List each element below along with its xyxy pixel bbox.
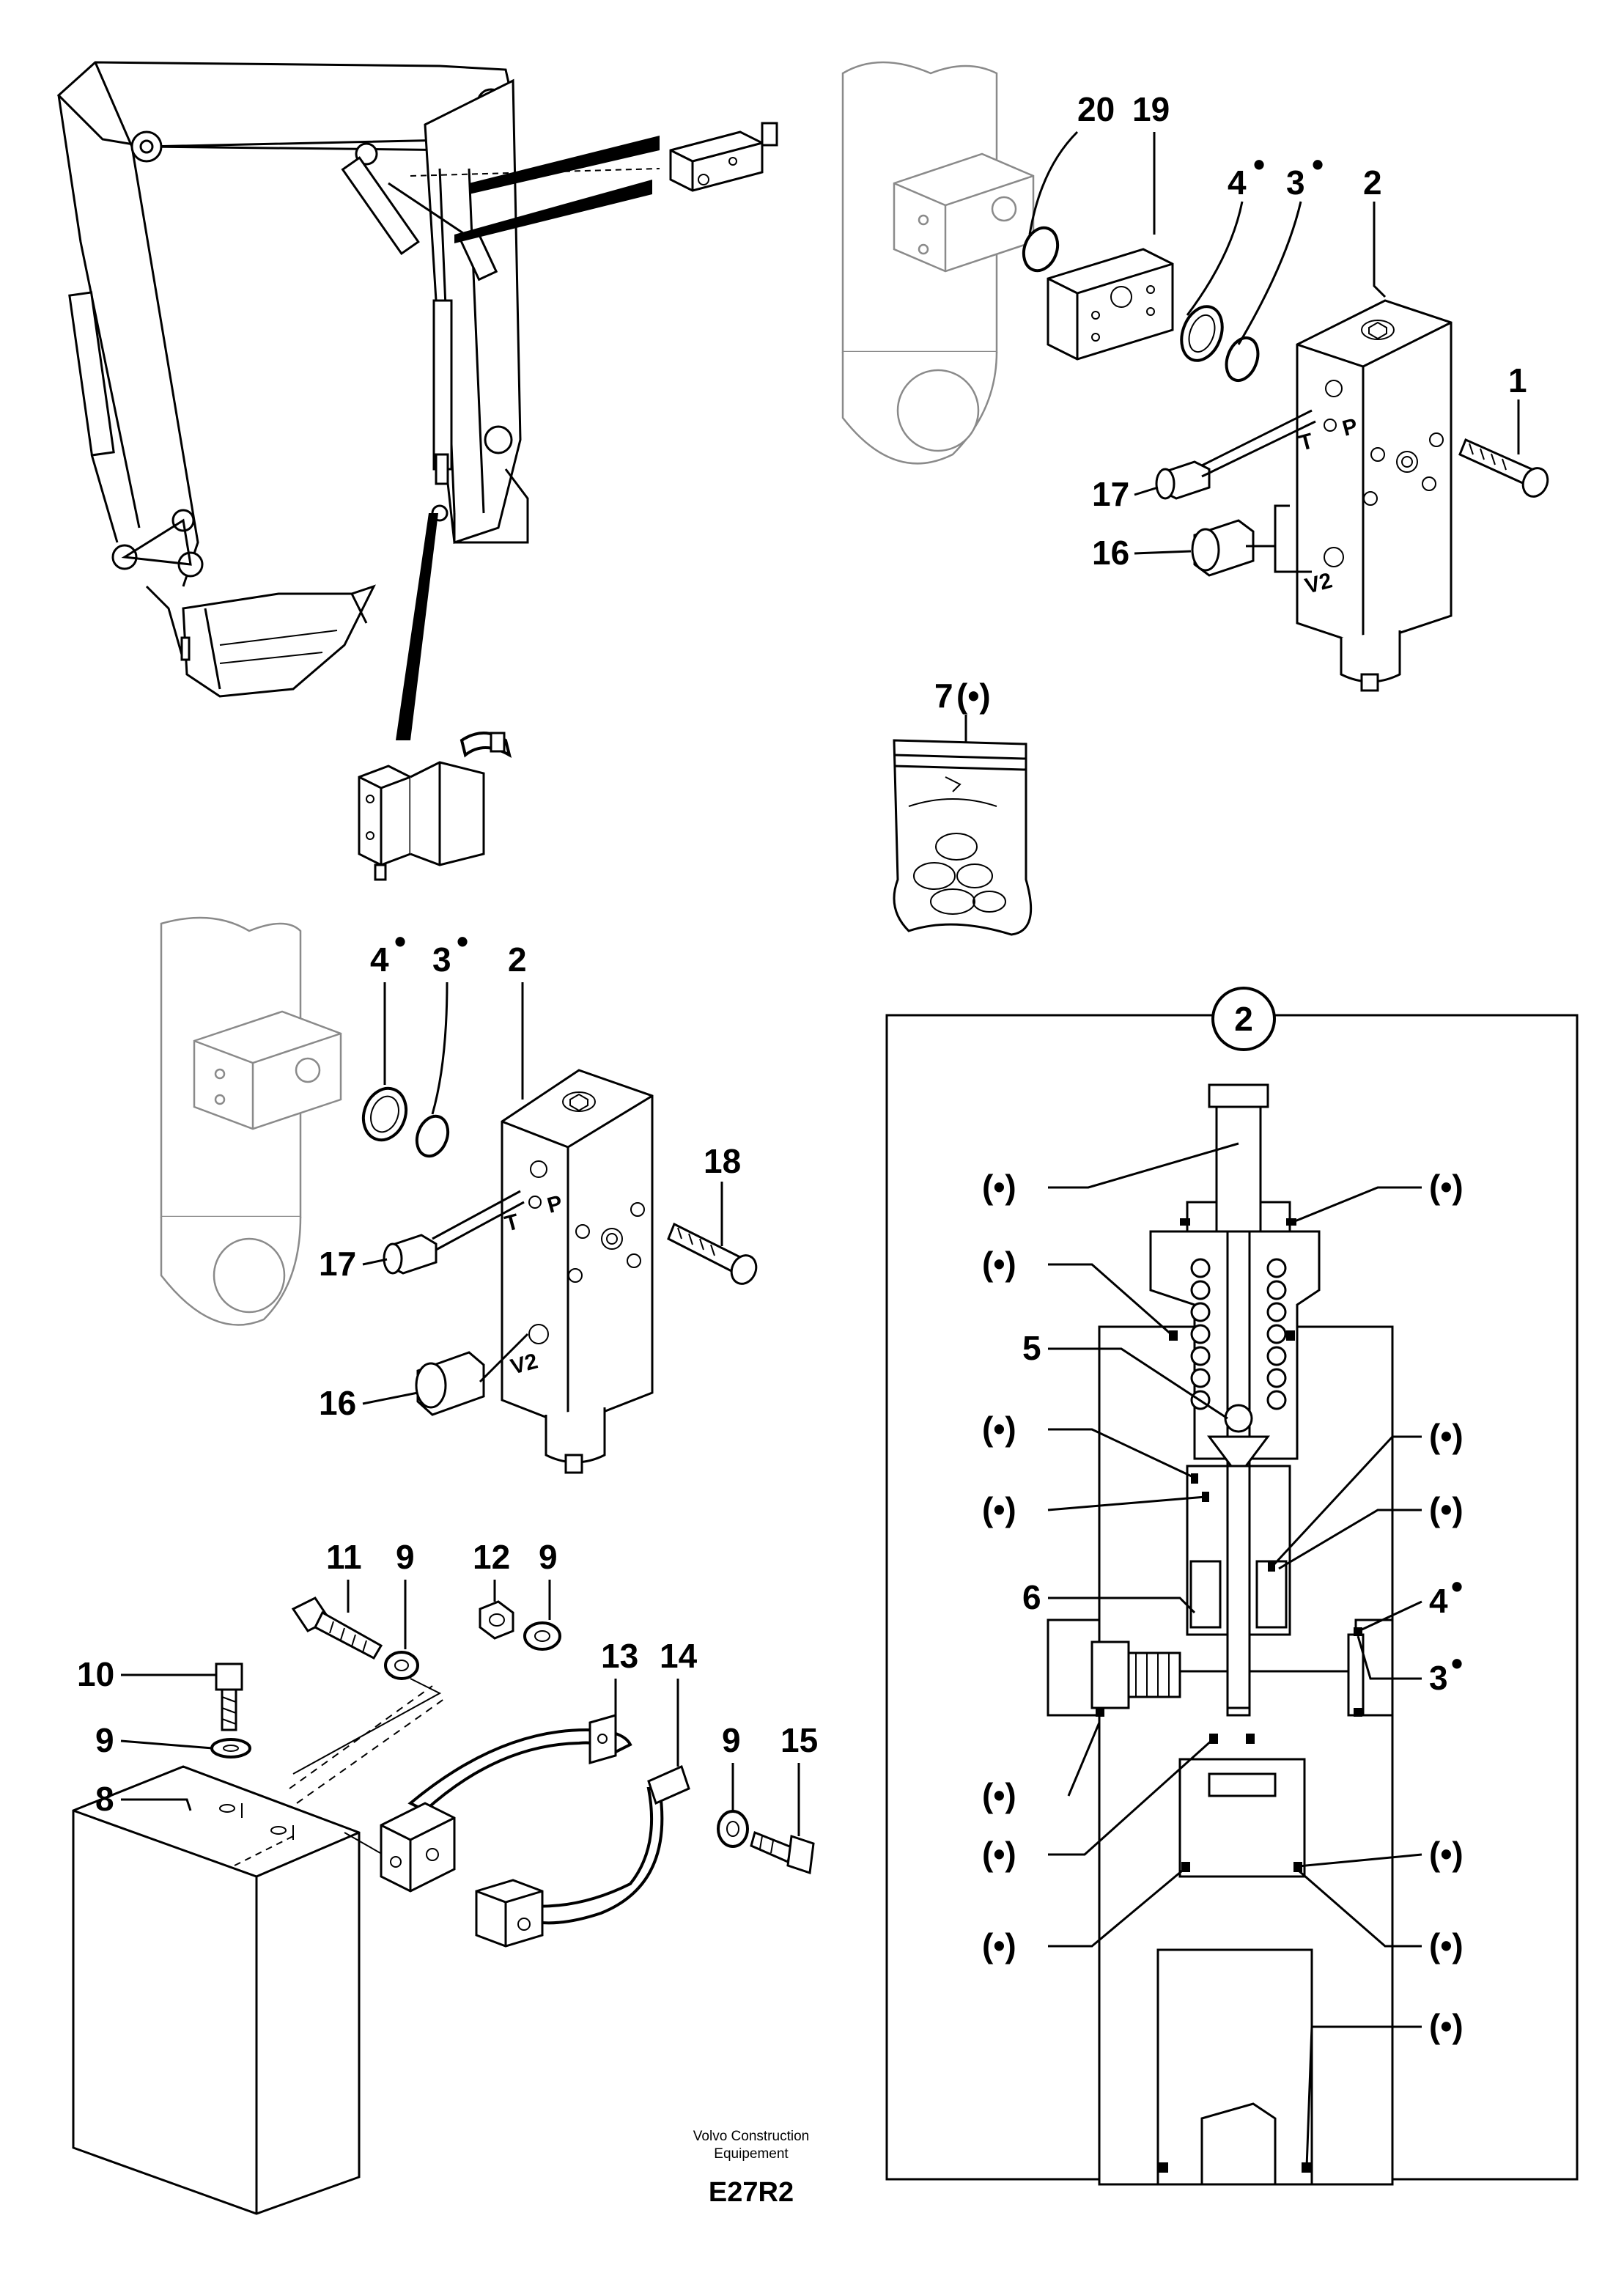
small-valve-illustration	[669, 122, 778, 192]
seal-mark-3-top: •	[1312, 145, 1324, 183]
brand-line-1: Volvo Construction	[693, 2129, 809, 2144]
label-3-top: 3	[1286, 163, 1305, 202]
detail-panel-2: 2	[885, 987, 1579, 2186]
label-4-detail: 4	[1429, 1582, 1448, 1620]
brand-line-2: Equipement	[714, 2146, 789, 2162]
seal-kit-bag: 7 (•)	[893, 677, 1033, 936]
kit-callout-r6: (•)	[1429, 2007, 1464, 2045]
seal-mark-3-mid: •	[457, 922, 468, 960]
kit-callout-l6: (•)	[982, 1835, 1016, 1873]
kit-callout-l1: (•)	[982, 1168, 1016, 1206]
kit-callout-r4: (•)	[1429, 1835, 1464, 1873]
label-10: 10	[77, 1655, 114, 1693]
label-17-mid: 17	[319, 1245, 356, 1283]
kit-callout-l5: (•)	[982, 1776, 1016, 1814]
label-19: 19	[1132, 90, 1170, 128]
label-12: 12	[473, 1538, 510, 1576]
label-13: 13	[601, 1637, 638, 1675]
kit-callout-r5: (•)	[1429, 1926, 1464, 1964]
clamp-valve-illustration	[358, 732, 512, 881]
label-17-top: 17	[1092, 475, 1129, 513]
kit-callout-l4: (•)	[982, 1490, 1016, 1528]
label-15: 15	[780, 1721, 818, 1759]
detail-callout-number: 2	[1234, 1000, 1253, 1038]
label-2-top: 2	[1363, 163, 1382, 202]
label-4-mid: 4	[370, 940, 389, 979]
detail-callout-circle	[1211, 987, 1276, 1051]
label-16-top: 16	[1092, 534, 1129, 572]
label-18: 18	[704, 1142, 741, 1180]
seal-mark-3-detail: •	[1451, 1644, 1463, 1682]
label-14: 14	[660, 1637, 698, 1675]
footer-block: Volvo Construction Equipement E27R2	[693, 2129, 809, 2208]
kit-callout-l2: (•)	[982, 1245, 1016, 1283]
label-3-mid: 3	[432, 940, 451, 979]
label-3-detail: 3	[1429, 1659, 1448, 1697]
label-16-mid: 16	[319, 1384, 356, 1422]
top-valve-exploded: P T V2 20 19 4 • 3 • 2 1 17 16	[841, 61, 1549, 692]
label-1: 1	[1508, 361, 1527, 399]
label-11: 11	[326, 1538, 362, 1576]
seal-mark-4-mid: •	[394, 922, 406, 960]
spring-coils	[1190, 1258, 1287, 1410]
kit-mark-7: (•)	[956, 677, 991, 715]
kit-callout-r2: (•)	[1429, 1417, 1464, 1455]
label-9-right: 9	[722, 1721, 741, 1759]
middle-valve-exploded: P T V2 4 • 3 • 2 18 17 16	[160, 916, 758, 1474]
kit-callout-r3: (•)	[1429, 1490, 1464, 1528]
drawing-code: E27R2	[709, 2177, 794, 2208]
clamp-bracket-exploded: 10 9 8 11 9 12 9 13 14 9 15	[72, 1538, 818, 2215]
label-2-mid: 2	[508, 940, 527, 979]
kit-callout-r1: (•)	[1429, 1168, 1464, 1206]
label-9-left: 9	[95, 1721, 114, 1759]
seal-mark-4-detail: •	[1451, 1567, 1463, 1605]
label-5: 5	[1022, 1329, 1041, 1367]
label-7: 7	[934, 677, 953, 715]
seal-mark-4-top: •	[1253, 145, 1265, 183]
label-6: 6	[1022, 1578, 1041, 1616]
label-20: 20	[1077, 90, 1115, 128]
label-8: 8	[95, 1780, 114, 1818]
kit-callout-l3: (•)	[982, 1410, 1016, 1448]
label-4-top: 4	[1228, 163, 1247, 202]
boom-arm-assembly	[56, 61, 778, 881]
label-9-a: 9	[396, 1538, 415, 1576]
kit-callout-l7: (•)	[982, 1926, 1016, 1964]
label-9-b: 9	[539, 1538, 558, 1576]
